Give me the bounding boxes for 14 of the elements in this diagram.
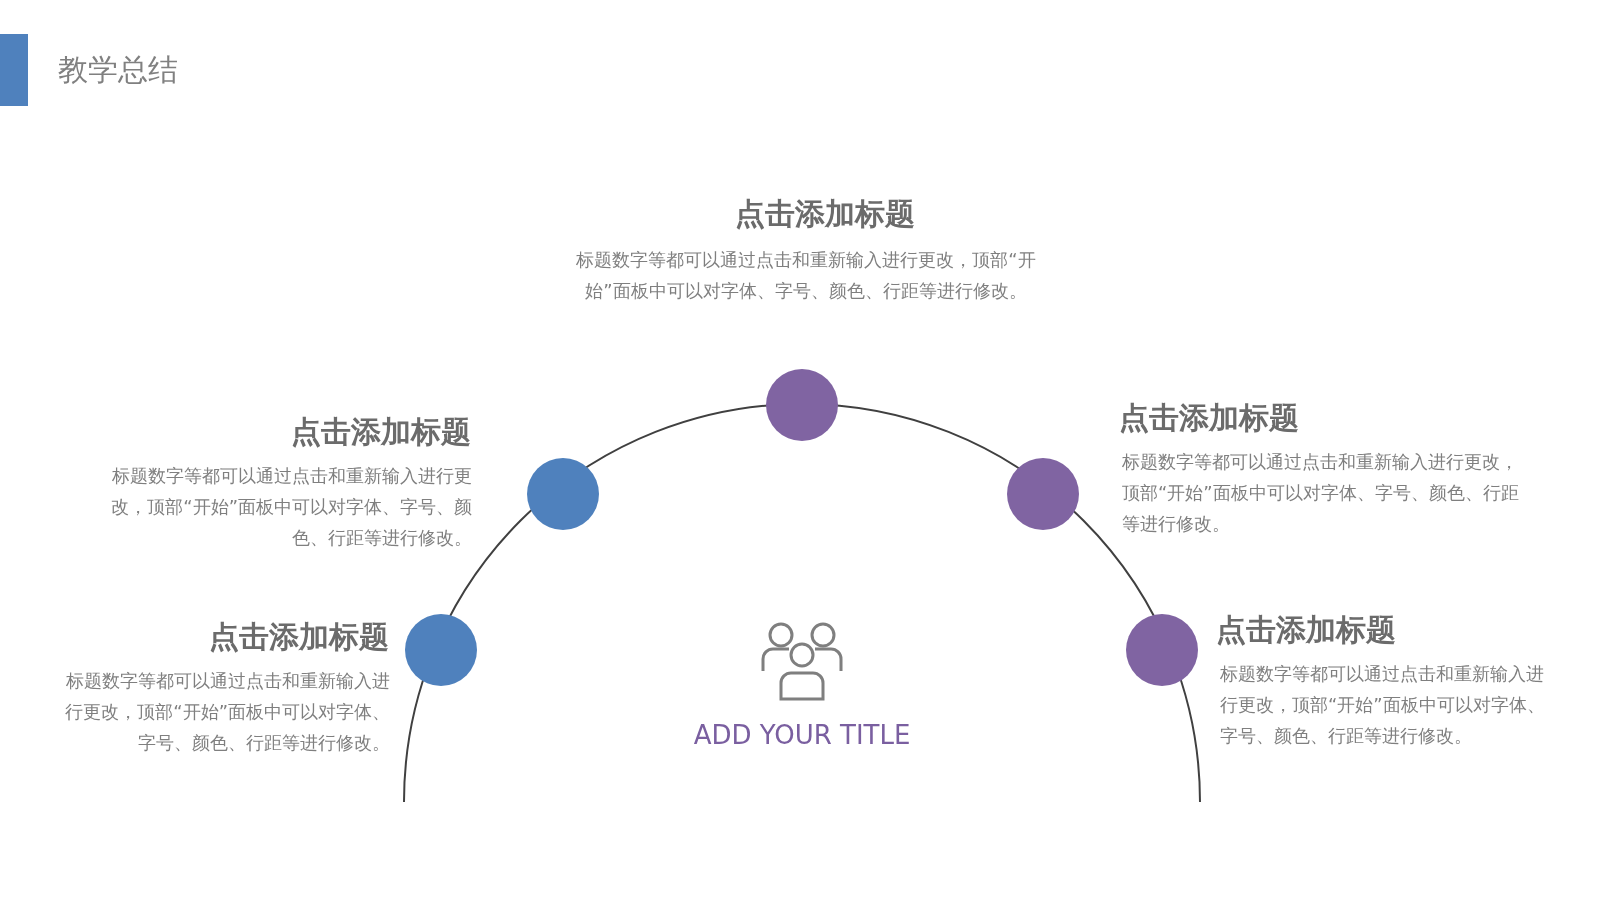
circle-marker	[527, 458, 599, 530]
item-description: 标题数字等都可以通过点击和重新输入进行更改，顶部“开始”面板中可以对字体、字号、颜色、行距等进行修改。	[110, 464, 472, 550]
center-title: ADD YOUR TITLE	[692, 720, 912, 750]
page-title: 教学总结	[58, 51, 178, 89]
item-heading: 点击添加标题	[208, 618, 389, 656]
circle-marker	[1007, 458, 1079, 530]
item-heading: 点击添加标题	[290, 413, 471, 451]
item-description: 标题数字等都可以通过点击和重新输入进行更改，顶部“开始”面板中可以对字体、字号、颜色、行距等进行修改。	[1122, 450, 1520, 536]
item-heading: 点击添加标题	[734, 195, 916, 233]
item-description: 标题数字等都可以通过点击和重新输入进行更改，顶部“开始”面板中可以对字体、字号、颜色、行距等进行修改。	[1220, 662, 1546, 748]
item-description: 标题数字等都可以通过点击和重新输入进行更改，顶部“开始”面板中可以对字体、字号、颜色、行距等进行修改。	[575, 248, 1037, 303]
item-description: 标题数字等都可以通过点击和重新输入进行更改，顶部“开始”面板中可以对字体、字号、颜色、行距等进行修改。	[64, 669, 390, 755]
item-heading: 点击添加标题	[1119, 399, 1299, 437]
item-heading: 点击添加标题	[1216, 611, 1396, 649]
